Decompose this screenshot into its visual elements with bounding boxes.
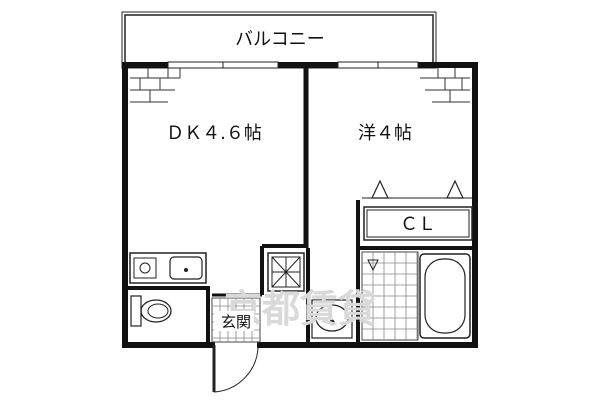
- entrance-label: 玄関: [221, 313, 251, 331]
- closet-label: ＣＬ: [400, 214, 436, 235]
- toilet: [130, 295, 172, 327]
- balcony-label: バルコニー: [235, 29, 325, 50]
- interior-walls: [125, 65, 475, 345]
- bathroom-floor: [361, 251, 419, 341]
- bathtub: [419, 253, 471, 339]
- kitchen-counter: [129, 252, 207, 284]
- entrance-door: [212, 345, 259, 393]
- wash-basin: [311, 299, 353, 339]
- closet: [362, 179, 473, 241]
- windows: [167, 61, 419, 69]
- washing-machine-space: [267, 252, 305, 292]
- dk-label: ＤＫ４.６帖: [166, 123, 262, 144]
- brick-pattern-left: [130, 68, 181, 103]
- western-room-label: 洋４帖: [358, 123, 412, 144]
- brick-pattern-right: [420, 68, 470, 103]
